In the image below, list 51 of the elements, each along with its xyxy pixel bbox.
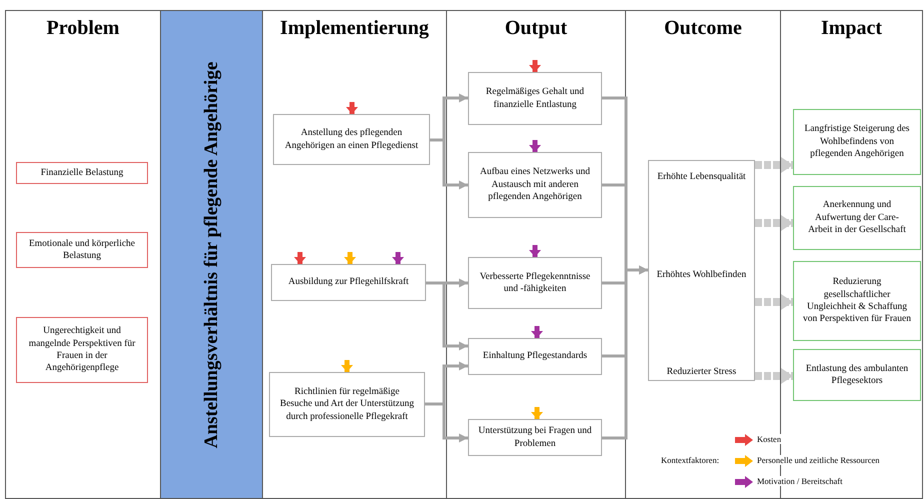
legend-text: Kosten (757, 434, 782, 444)
arrow (755, 215, 793, 231)
column-panel (262, 10, 447, 499)
factor-arrow (344, 252, 356, 264)
problem-box: Finanzielle Belastung (16, 162, 148, 184)
problem-box: Emotionale und körperliche Belastung (16, 232, 148, 268)
process-box: Aufbau eines Netzwerks und Austausch mit anderen pflegenden Angehörigen (468, 152, 602, 218)
band-panel (160, 10, 263, 499)
process-box: Einhaltung Pflegestandards (468, 338, 602, 375)
column-panel (446, 10, 626, 499)
outcome-box (648, 160, 755, 381)
band-label: Anstellungsverhältnis für pflegende Angehörige (200, 61, 222, 448)
process-box: Verbesserte Pflegekenntnisse und -fähigkeiten (468, 257, 602, 309)
column-heading: Output (504, 17, 568, 40)
factor-arrow (529, 60, 541, 72)
process-box: Ausbildung zur Pflegehilfskraft (271, 264, 426, 301)
factor-arrow (294, 252, 306, 264)
factor-arrow (531, 326, 543, 338)
arrow (425, 402, 468, 442)
factor-arrow (341, 360, 353, 372)
column-heading: Impact (820, 17, 884, 40)
problem-box: Ungerechtigkeit und mangelnde Perspektiven für Frauen in der Angehörigenpflege (16, 317, 148, 383)
arrow (602, 266, 648, 440)
factor-arrow (531, 407, 543, 419)
legend-text: Personelle und zeitliche Ressourcen (757, 455, 880, 465)
arrow (755, 368, 793, 384)
column-panel (5, 10, 161, 499)
process-box: Unterstützung bei Fragen und Problemen (468, 419, 602, 456)
column-heading: Problem (46, 17, 120, 40)
impact-box: Langfristige Steigerung des Wohlbefindens von pflegenden Angehörigen (793, 109, 921, 175)
column-heading: Implementierung (279, 17, 430, 40)
outcome-text: Erhöhtes Wohlbefinden (656, 269, 748, 282)
factor-arrow (346, 102, 358, 114)
factor-arrow (529, 140, 541, 152)
arrow (755, 294, 793, 310)
impact-box: Anerkennung und Aufwertung der Care-Arbeit in der Gesellschaft (793, 186, 921, 250)
impact-box: Entlastung des ambulanten Pflegesektors (793, 349, 921, 401)
arrow (426, 282, 468, 350)
arrow (755, 157, 793, 173)
process-box: Anstellung des pflegenden Angehörigen an einen Pflegedienst (273, 114, 430, 165)
impact-box: Reduzierung gesellschaftlicher Ungleichheit & Schaffung von Perspektiven für Frauen (793, 261, 921, 341)
arrow (430, 138, 468, 190)
factor-arrow (392, 252, 404, 264)
process-box: Richtlinien für regelmäßige Besuche und Art der Unterstützung durch professionelle Pflegekraft (269, 372, 425, 437)
outcome-text: Reduzierter Stress (666, 366, 738, 378)
column-heading: Outcome (663, 17, 743, 40)
process-box: Regelmäßiges Gehalt und finanzielle Entlastung (468, 72, 602, 125)
outcome-text: Erhöhte Lebensqualität (656, 171, 747, 184)
factor-arrow (529, 245, 541, 257)
legend-title: Kontextfaktoren: (661, 455, 720, 465)
legend-text: Motivation / Bereitschaft (757, 476, 842, 486)
